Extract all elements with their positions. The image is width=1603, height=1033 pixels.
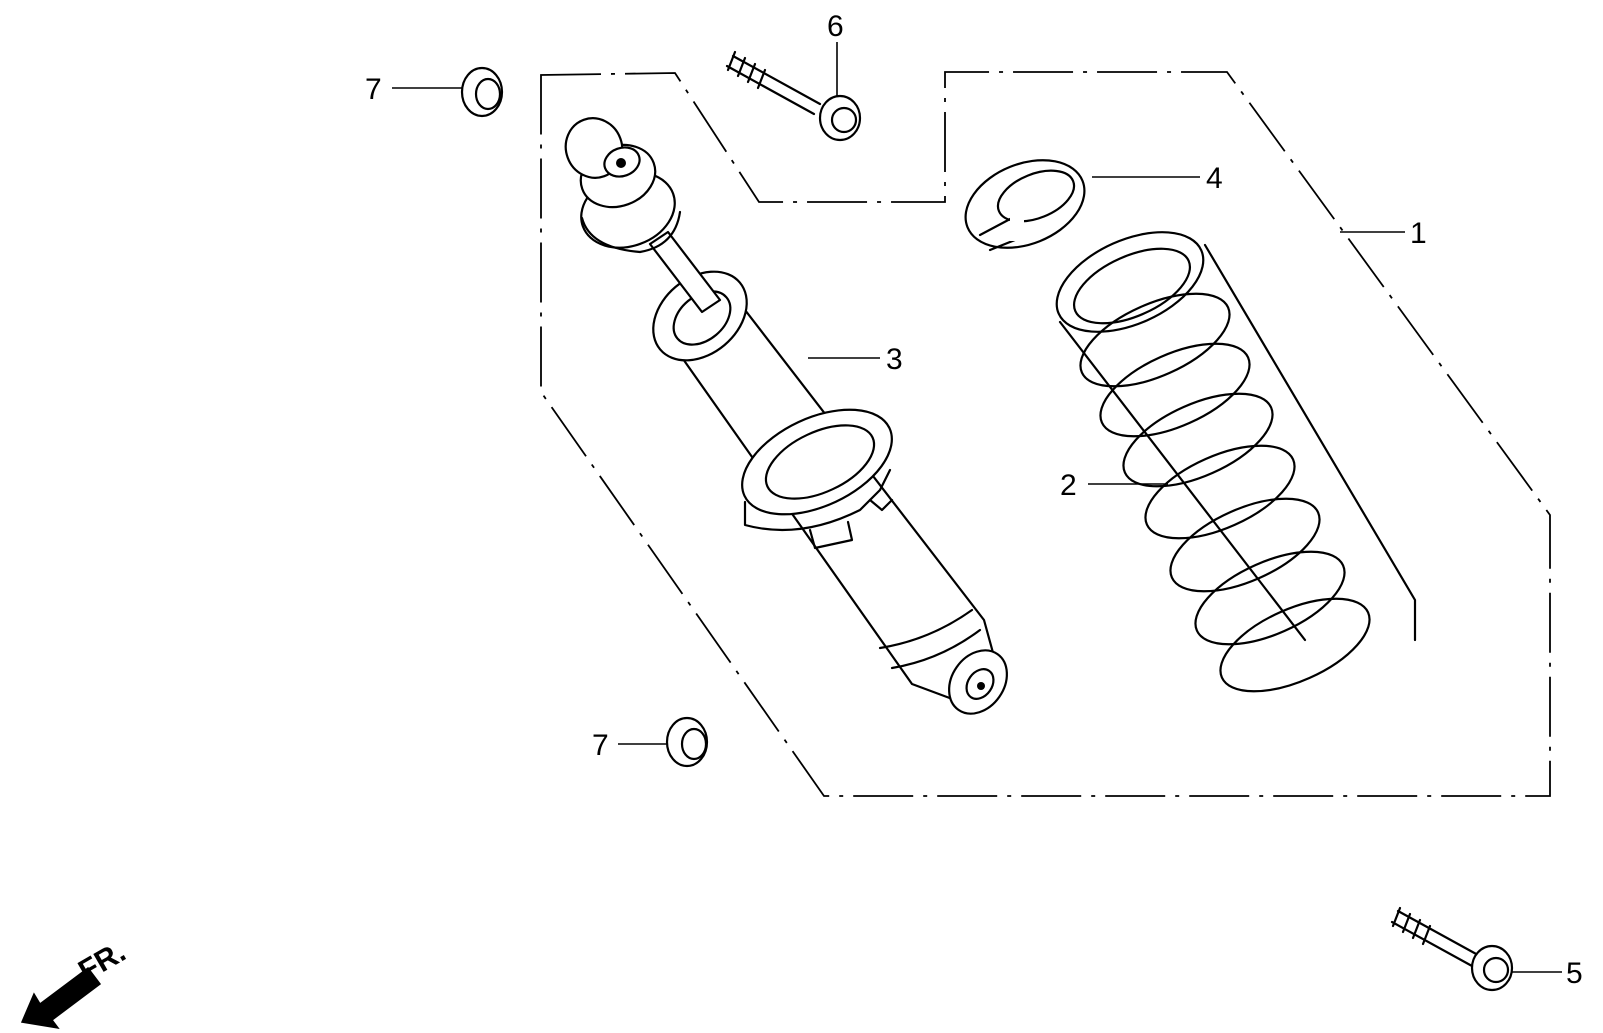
shock-lower-mount bbox=[948, 649, 1008, 715]
callout-item-7-bottom: 7 bbox=[592, 729, 609, 762]
shock-absorber bbox=[564, 117, 1008, 715]
front-arrow-icon bbox=[20, 966, 102, 1030]
callout-item-5: 5 bbox=[1566, 957, 1583, 990]
bolt-item-6 bbox=[725, 42, 862, 142]
callout-item-6: 6 bbox=[827, 10, 844, 43]
spring-seat-collar bbox=[741, 408, 894, 550]
front-direction-marker: FR. bbox=[20, 935, 131, 1030]
coil-spring bbox=[1055, 231, 1417, 693]
spring-stopper-ring bbox=[964, 159, 1200, 252]
shock-upper-mount bbox=[564, 117, 682, 254]
callout-item-7-top: 7 bbox=[365, 73, 382, 106]
bolt-item-5 bbox=[1390, 906, 1562, 992]
callout-item-2: 2 bbox=[1060, 469, 1077, 502]
callout-item-4: 4 bbox=[1206, 162, 1223, 195]
nut-item-7-bottom bbox=[618, 716, 709, 768]
nut-item-7-top bbox=[392, 66, 504, 118]
callout-item-1: 1 bbox=[1410, 217, 1427, 250]
callout-item-3: 3 bbox=[886, 343, 903, 376]
assembly-boundary bbox=[540, 71, 1551, 797]
